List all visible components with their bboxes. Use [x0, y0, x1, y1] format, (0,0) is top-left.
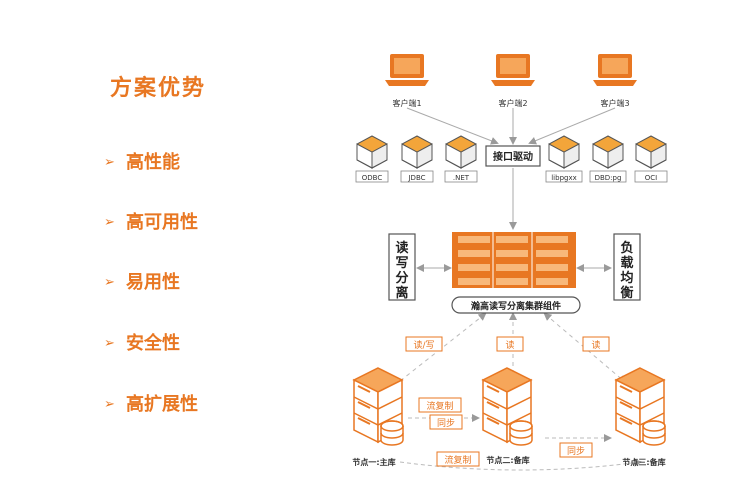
client-label: 客户端3 — [600, 98, 629, 108]
replication-label: 流复制 — [426, 400, 453, 412]
client-label: 客户端1 — [392, 98, 421, 108]
load-balance-char: 衡 — [620, 285, 633, 301]
driver-cube-icon — [401, 135, 433, 169]
driver-cube-icon — [356, 135, 388, 169]
node-label: 节点三:备库 — [622, 457, 665, 467]
load-balance-box — [613, 233, 641, 301]
sync-label: 同步 — [437, 418, 455, 429]
bullet-arrow-icon: ➢ — [104, 155, 115, 170]
interface-driver-label: 接口驱动 — [493, 150, 533, 163]
bullet-arrow-icon: ➢ — [104, 397, 115, 412]
driver-label: JDBC — [407, 174, 425, 182]
section-title: 方案优势 — [110, 76, 207, 101]
driver-cube-icon — [592, 135, 624, 169]
db-server-icon — [482, 367, 533, 446]
edge-label-read: 读 — [591, 339, 600, 351]
driver-label: DBD:pg — [595, 174, 622, 182]
rw-split-char: 离 — [395, 285, 408, 301]
advantage-item-5: ➢高扩展性 — [104, 394, 198, 415]
node-label: 节点一:主库 — [352, 457, 395, 467]
driver-cube-icon — [635, 135, 667, 169]
sync-label: 同步 — [567, 446, 585, 457]
rw-split-char: 写 — [395, 256, 408, 271]
bullet-arrow-icon: ➢ — [104, 336, 115, 351]
driver-label: .NET — [453, 174, 470, 182]
driver-label: OCI — [645, 174, 657, 182]
advantage-item-2: ➢高可用性 — [104, 212, 198, 233]
driver-cube-icon — [548, 135, 580, 169]
driver-label: libpgxx — [551, 174, 577, 182]
rw-split-char: 分 — [395, 270, 408, 286]
driver-label: ODBC — [362, 174, 383, 182]
advantage-item-3: ➢易用性 — [104, 272, 180, 293]
cluster-component-box — [451, 296, 581, 314]
cluster-rack-icon — [452, 232, 576, 288]
node-label: 节点二:备库 — [486, 455, 529, 465]
bullet-arrow-icon: ➢ — [104, 215, 115, 230]
client-laptop-icon — [593, 54, 637, 86]
client-laptop-icon — [491, 54, 535, 86]
client-laptop-icon — [385, 54, 429, 86]
bullet-arrow-icon: ➢ — [104, 275, 115, 290]
rw-split-char: 读 — [395, 240, 408, 256]
edge-label-read: 读 — [505, 339, 514, 351]
db-server-icon — [353, 367, 404, 446]
load-balance-char: 负 — [620, 240, 633, 256]
edge-label-rw: 读/写 — [413, 339, 434, 351]
interface-driver-box — [485, 145, 541, 167]
rw-split-box — [388, 233, 416, 301]
load-balance-char: 均 — [620, 270, 633, 286]
replication-label: 流复制 — [444, 454, 471, 466]
advantage-item-4: ➢安全性 — [104, 333, 180, 354]
load-balance-char: 载 — [620, 255, 633, 271]
driver-cube-icon — [445, 135, 477, 169]
cluster-component-label: 瀚高读写分离集群组件 — [471, 300, 561, 312]
advantage-item-1: ➢高性能 — [104, 152, 180, 173]
db-server-icon — [615, 367, 666, 446]
client-label: 客户端2 — [498, 98, 527, 108]
